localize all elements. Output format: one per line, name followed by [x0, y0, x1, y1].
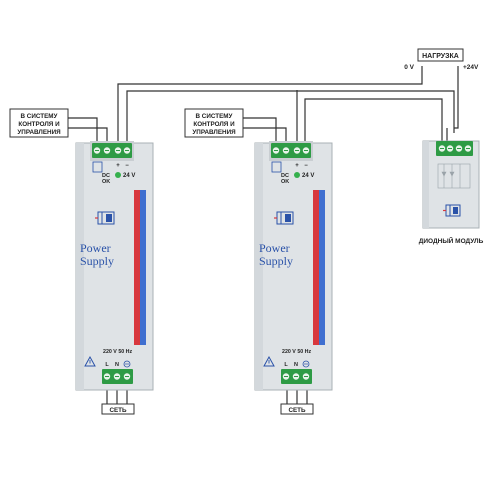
diode-terminal-block	[436, 141, 473, 156]
control-system-box-1: В СИСТЕМУ КОНТРОЛЯ И УПРАВЛЕНИЯ	[9, 108, 69, 138]
network-label: СЕТЬ	[288, 407, 306, 414]
wire-psu2-minus	[304, 98, 443, 141]
control-label-line3: УПРАВЛЕНИЯ	[17, 129, 61, 136]
diode-module-label: ДИОДНЫЙ МОДУЛЬ	[419, 236, 484, 245]
control-label-line2: КОНТРОЛЯ И	[18, 121, 60, 128]
l-label: L	[284, 362, 288, 368]
minus-sign: −	[304, 163, 308, 169]
control-label-line2: КОНТРОЛЯ И	[193, 121, 235, 128]
title-line2: Supply	[259, 254, 293, 268]
control-label-line3: УПРАВЛЕНИЯ	[192, 129, 236, 136]
n-label: N	[115, 362, 119, 368]
warning-icon	[84, 355, 96, 367]
title-line2: Supply	[80, 254, 114, 268]
wire-psu1-plus	[117, 66, 423, 141]
wire-control1-a	[68, 117, 98, 141]
ok-label: OK	[281, 179, 289, 185]
zero-v-label: 0 V	[404, 64, 414, 71]
ok-label: OK	[102, 179, 110, 185]
led-icon	[115, 172, 121, 178]
diode-schematic-icon	[437, 163, 471, 189]
input-rating: 220 V 50 Hz	[282, 349, 312, 355]
logo-icon	[274, 211, 294, 225]
minus-sign: −	[125, 163, 129, 169]
relay-icon	[271, 161, 282, 173]
power-supply-1: + − DC OK 24 V Power Supply 220 V 50 Hz …	[75, 141, 154, 415]
warning-icon	[263, 355, 275, 367]
dc-label: DC	[102, 173, 110, 179]
load-box: НАГРУЗКА	[417, 48, 464, 62]
dc-label: DC	[281, 173, 289, 179]
input-rating: 220 V 50 Hz	[103, 349, 133, 355]
logo-icon	[443, 204, 461, 217]
l-label: L	[105, 362, 109, 368]
output-voltage: 24 V	[123, 173, 135, 179]
output-terminal-block	[92, 143, 132, 158]
network-label-box: СЕТЬ	[280, 403, 314, 415]
title-line1: Power	[80, 241, 111, 255]
wire-control1-b	[68, 127, 108, 141]
output-voltage: 24 V	[302, 173, 314, 179]
plus-sign: +	[295, 163, 299, 169]
blue-stripe	[140, 190, 146, 345]
input-terminal-block	[102, 369, 133, 384]
wire-psu1-minus	[126, 90, 455, 141]
wire-plus24	[454, 66, 459, 129]
ground-icon	[302, 360, 310, 368]
red-stripe	[134, 190, 140, 345]
load-label: НАГРУЗКА	[422, 53, 459, 60]
relay-icon	[92, 161, 103, 173]
control-system-box-2: В СИСТЕМУ КОНТРОЛЯ И УПРАВЛЕНИЯ	[184, 108, 244, 138]
ground-icon	[123, 360, 131, 368]
blue-stripe	[319, 190, 325, 345]
network-label-box: СЕТЬ	[101, 403, 135, 415]
control-label-line1: В СИСТЕМУ	[196, 113, 233, 120]
power-supply-2: + − DC OK 24 V Power Supply 220 V 50 Hz …	[254, 141, 333, 415]
wire-control2-a	[243, 117, 277, 141]
plus24-label: +24V	[463, 64, 479, 71]
title-line1: Power	[259, 241, 290, 255]
red-stripe	[313, 190, 319, 345]
wire-control2-b	[243, 127, 287, 141]
led-icon	[294, 172, 300, 178]
diode-module	[422, 140, 480, 229]
n-label: N	[294, 362, 298, 368]
control-label-line1: В СИСТЕМУ	[21, 113, 58, 120]
plus-sign: +	[116, 163, 120, 169]
output-terminal-block	[271, 143, 311, 158]
network-label: СЕТЬ	[109, 407, 127, 414]
logo-icon	[95, 211, 115, 225]
input-terminal-block	[281, 369, 312, 384]
